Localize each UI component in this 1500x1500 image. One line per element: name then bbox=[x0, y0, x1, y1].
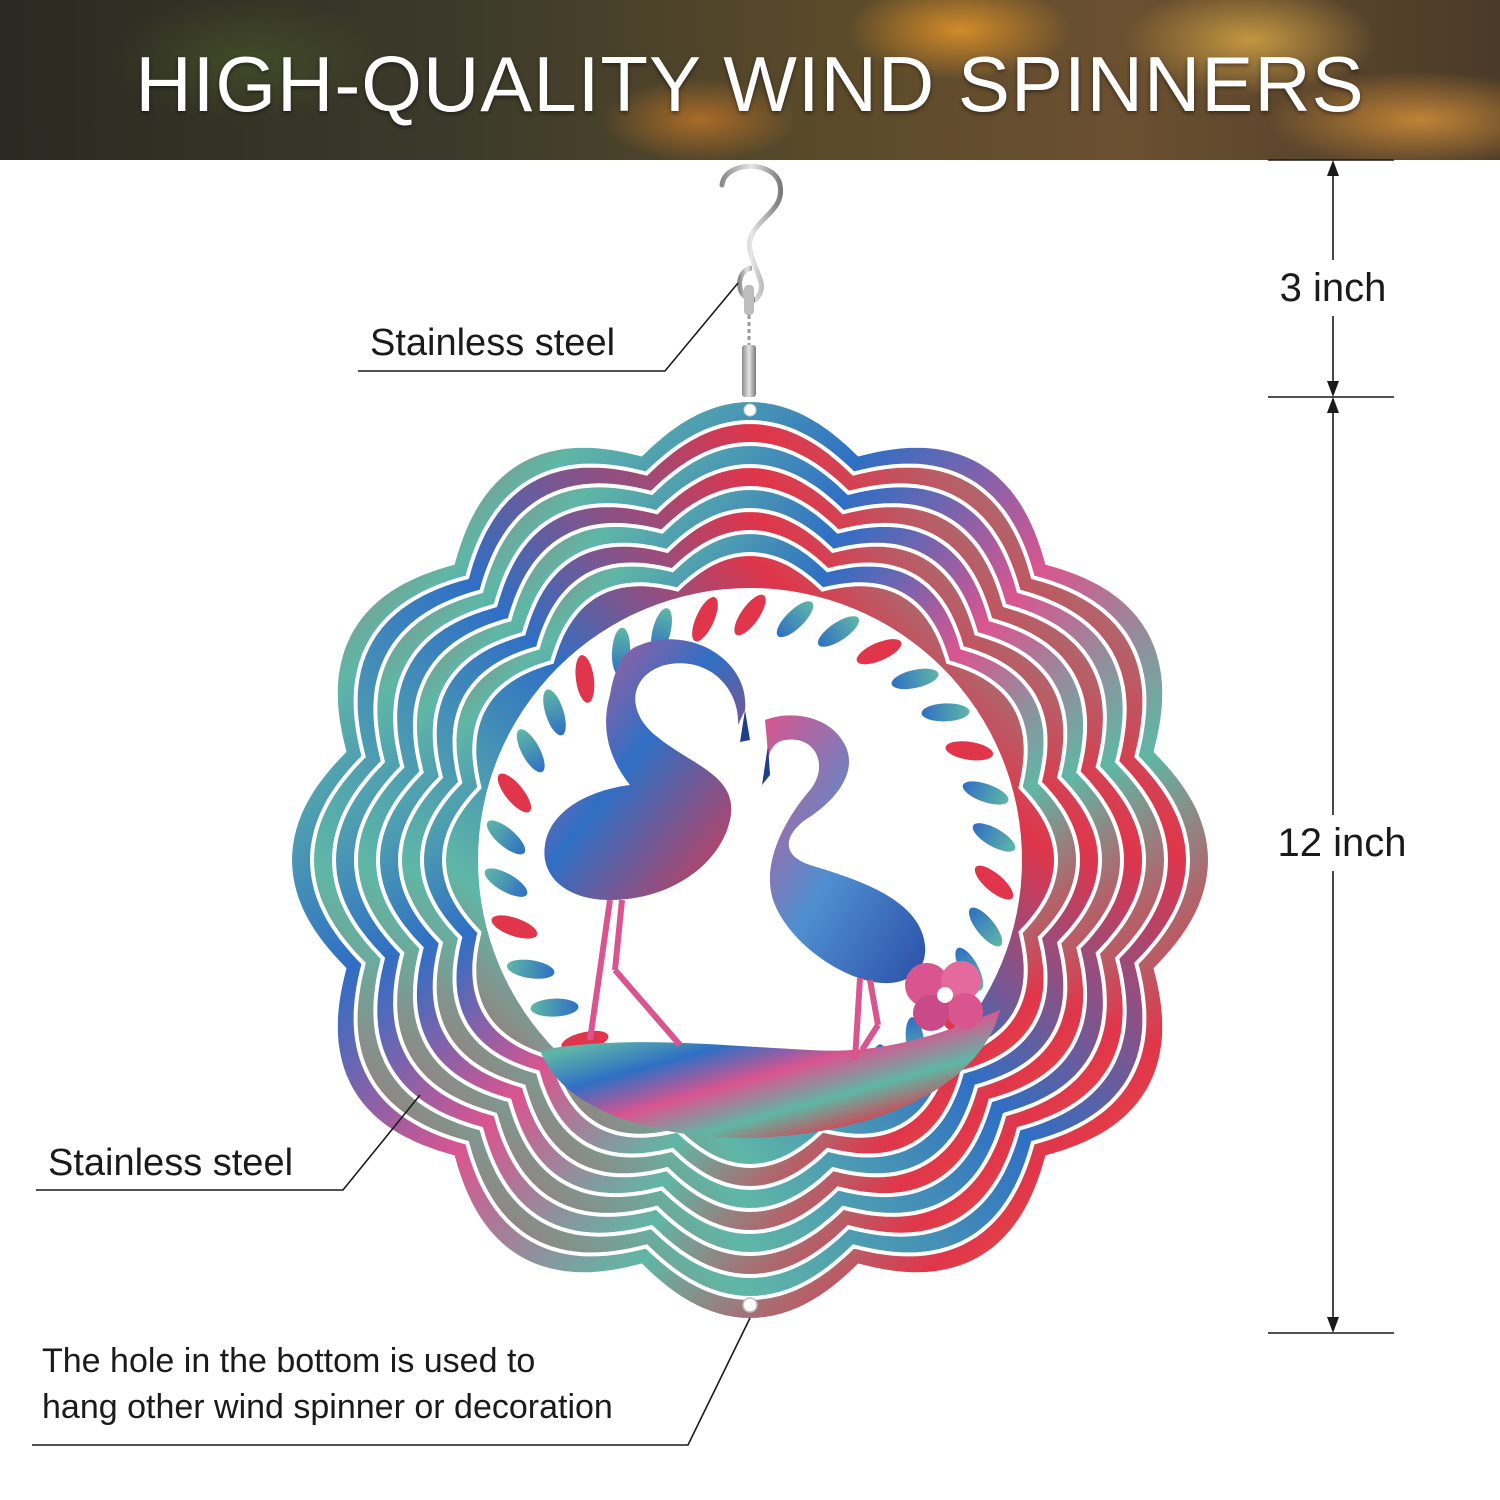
hole-note-line2: hang other wind spinner or decoration bbox=[42, 1388, 613, 1426]
leaf bbox=[972, 823, 1016, 852]
hook-material-label: Stainless steel bbox=[370, 322, 616, 364]
wind-spinner bbox=[287, 397, 1213, 1323]
autumn-leaves-background bbox=[0, 0, 1500, 160]
callout-line-spinner bbox=[36, 1094, 421, 1191]
leaf bbox=[575, 655, 595, 703]
spinner-diameter-label: 12 inch bbox=[1268, 815, 1416, 871]
leaf bbox=[491, 915, 538, 939]
ground bbox=[540, 1010, 1000, 1138]
flamingo-left bbox=[544, 639, 750, 1047]
hibiscus-flower bbox=[905, 961, 983, 1031]
leaf bbox=[484, 868, 528, 897]
leaf bbox=[856, 639, 902, 665]
banner-title: HIGH-QUALITY WIND SPINNERS bbox=[135, 40, 1365, 128]
arrow-down-icon bbox=[1327, 381, 1339, 397]
hanger-rod bbox=[742, 345, 756, 397]
leaf bbox=[962, 781, 1009, 805]
leaf bbox=[968, 907, 1003, 947]
leaf bbox=[891, 668, 939, 690]
leaf bbox=[692, 597, 718, 642]
leaf bbox=[776, 601, 814, 638]
flamingo-right bbox=[762, 715, 926, 1061]
arrow-up-icon bbox=[1327, 397, 1339, 413]
leaf bbox=[516, 729, 545, 773]
leaf bbox=[530, 998, 579, 1017]
leaf bbox=[734, 594, 766, 636]
leaf bbox=[817, 616, 860, 647]
leaf bbox=[543, 689, 566, 736]
arrow-down-icon bbox=[1327, 1317, 1339, 1333]
hook-length-label: 3 inch bbox=[1273, 260, 1393, 316]
callout-lines bbox=[32, 282, 751, 1446]
header-banner: HIGH-QUALITY WIND SPINNERS bbox=[0, 0, 1500, 160]
leaf bbox=[921, 703, 970, 722]
leaf bbox=[506, 959, 555, 979]
leaf bbox=[486, 820, 526, 855]
bottom-hole bbox=[742, 1297, 758, 1313]
spinner-material-label: Stainless steel bbox=[48, 1142, 294, 1184]
top-hole bbox=[743, 403, 757, 417]
callout-line-hole bbox=[32, 1317, 751, 1446]
leaf bbox=[945, 741, 994, 761]
dimension-lines bbox=[1268, 159, 1394, 1334]
hole-note-line1: The hole in the bottom is used to bbox=[42, 1342, 536, 1380]
arrow-up-icon bbox=[1327, 160, 1339, 176]
s-hook bbox=[719, 163, 784, 397]
callout-line-hook bbox=[358, 282, 739, 372]
leaf bbox=[497, 773, 532, 813]
leaf bbox=[974, 865, 1014, 900]
swivel bbox=[744, 285, 754, 315]
